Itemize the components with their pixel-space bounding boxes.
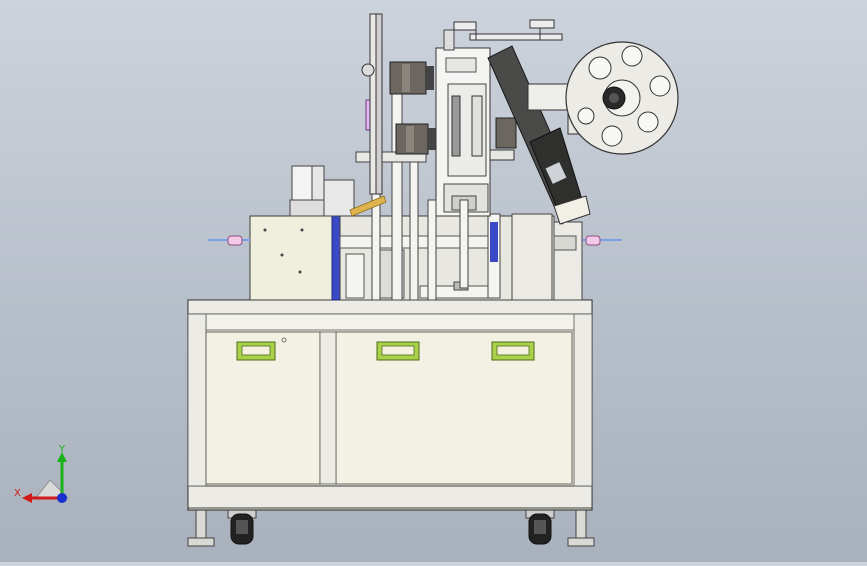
upper-motor xyxy=(389,61,434,95)
label-reel-icon xyxy=(565,41,679,155)
door-handle-middle[interactable] xyxy=(376,341,420,361)
reel-icon xyxy=(361,13,383,195)
left-cylinders xyxy=(289,165,355,217)
belt-strip xyxy=(349,195,387,217)
feeder-column xyxy=(435,29,491,217)
wheel-icon-right xyxy=(525,507,555,545)
vertical-guides xyxy=(427,199,469,301)
cabinet xyxy=(187,299,593,511)
triad-y-label: Y xyxy=(58,444,66,455)
top-bracket xyxy=(453,19,563,41)
left-housing xyxy=(249,215,345,301)
left-rod xyxy=(208,235,250,246)
right-foot xyxy=(567,509,595,547)
side-motor xyxy=(489,117,517,161)
right-rod xyxy=(582,235,622,246)
triad-x-label: X xyxy=(14,488,21,499)
lower-motor xyxy=(395,123,436,155)
right-housing xyxy=(553,221,583,301)
door-handle-left[interactable] xyxy=(236,341,276,361)
door-handle-right[interactable] xyxy=(491,341,535,361)
label-arm xyxy=(487,45,591,225)
wheel-icon xyxy=(227,507,257,545)
left-foot xyxy=(187,509,215,547)
view-triad-icon: Y X xyxy=(14,444,69,503)
